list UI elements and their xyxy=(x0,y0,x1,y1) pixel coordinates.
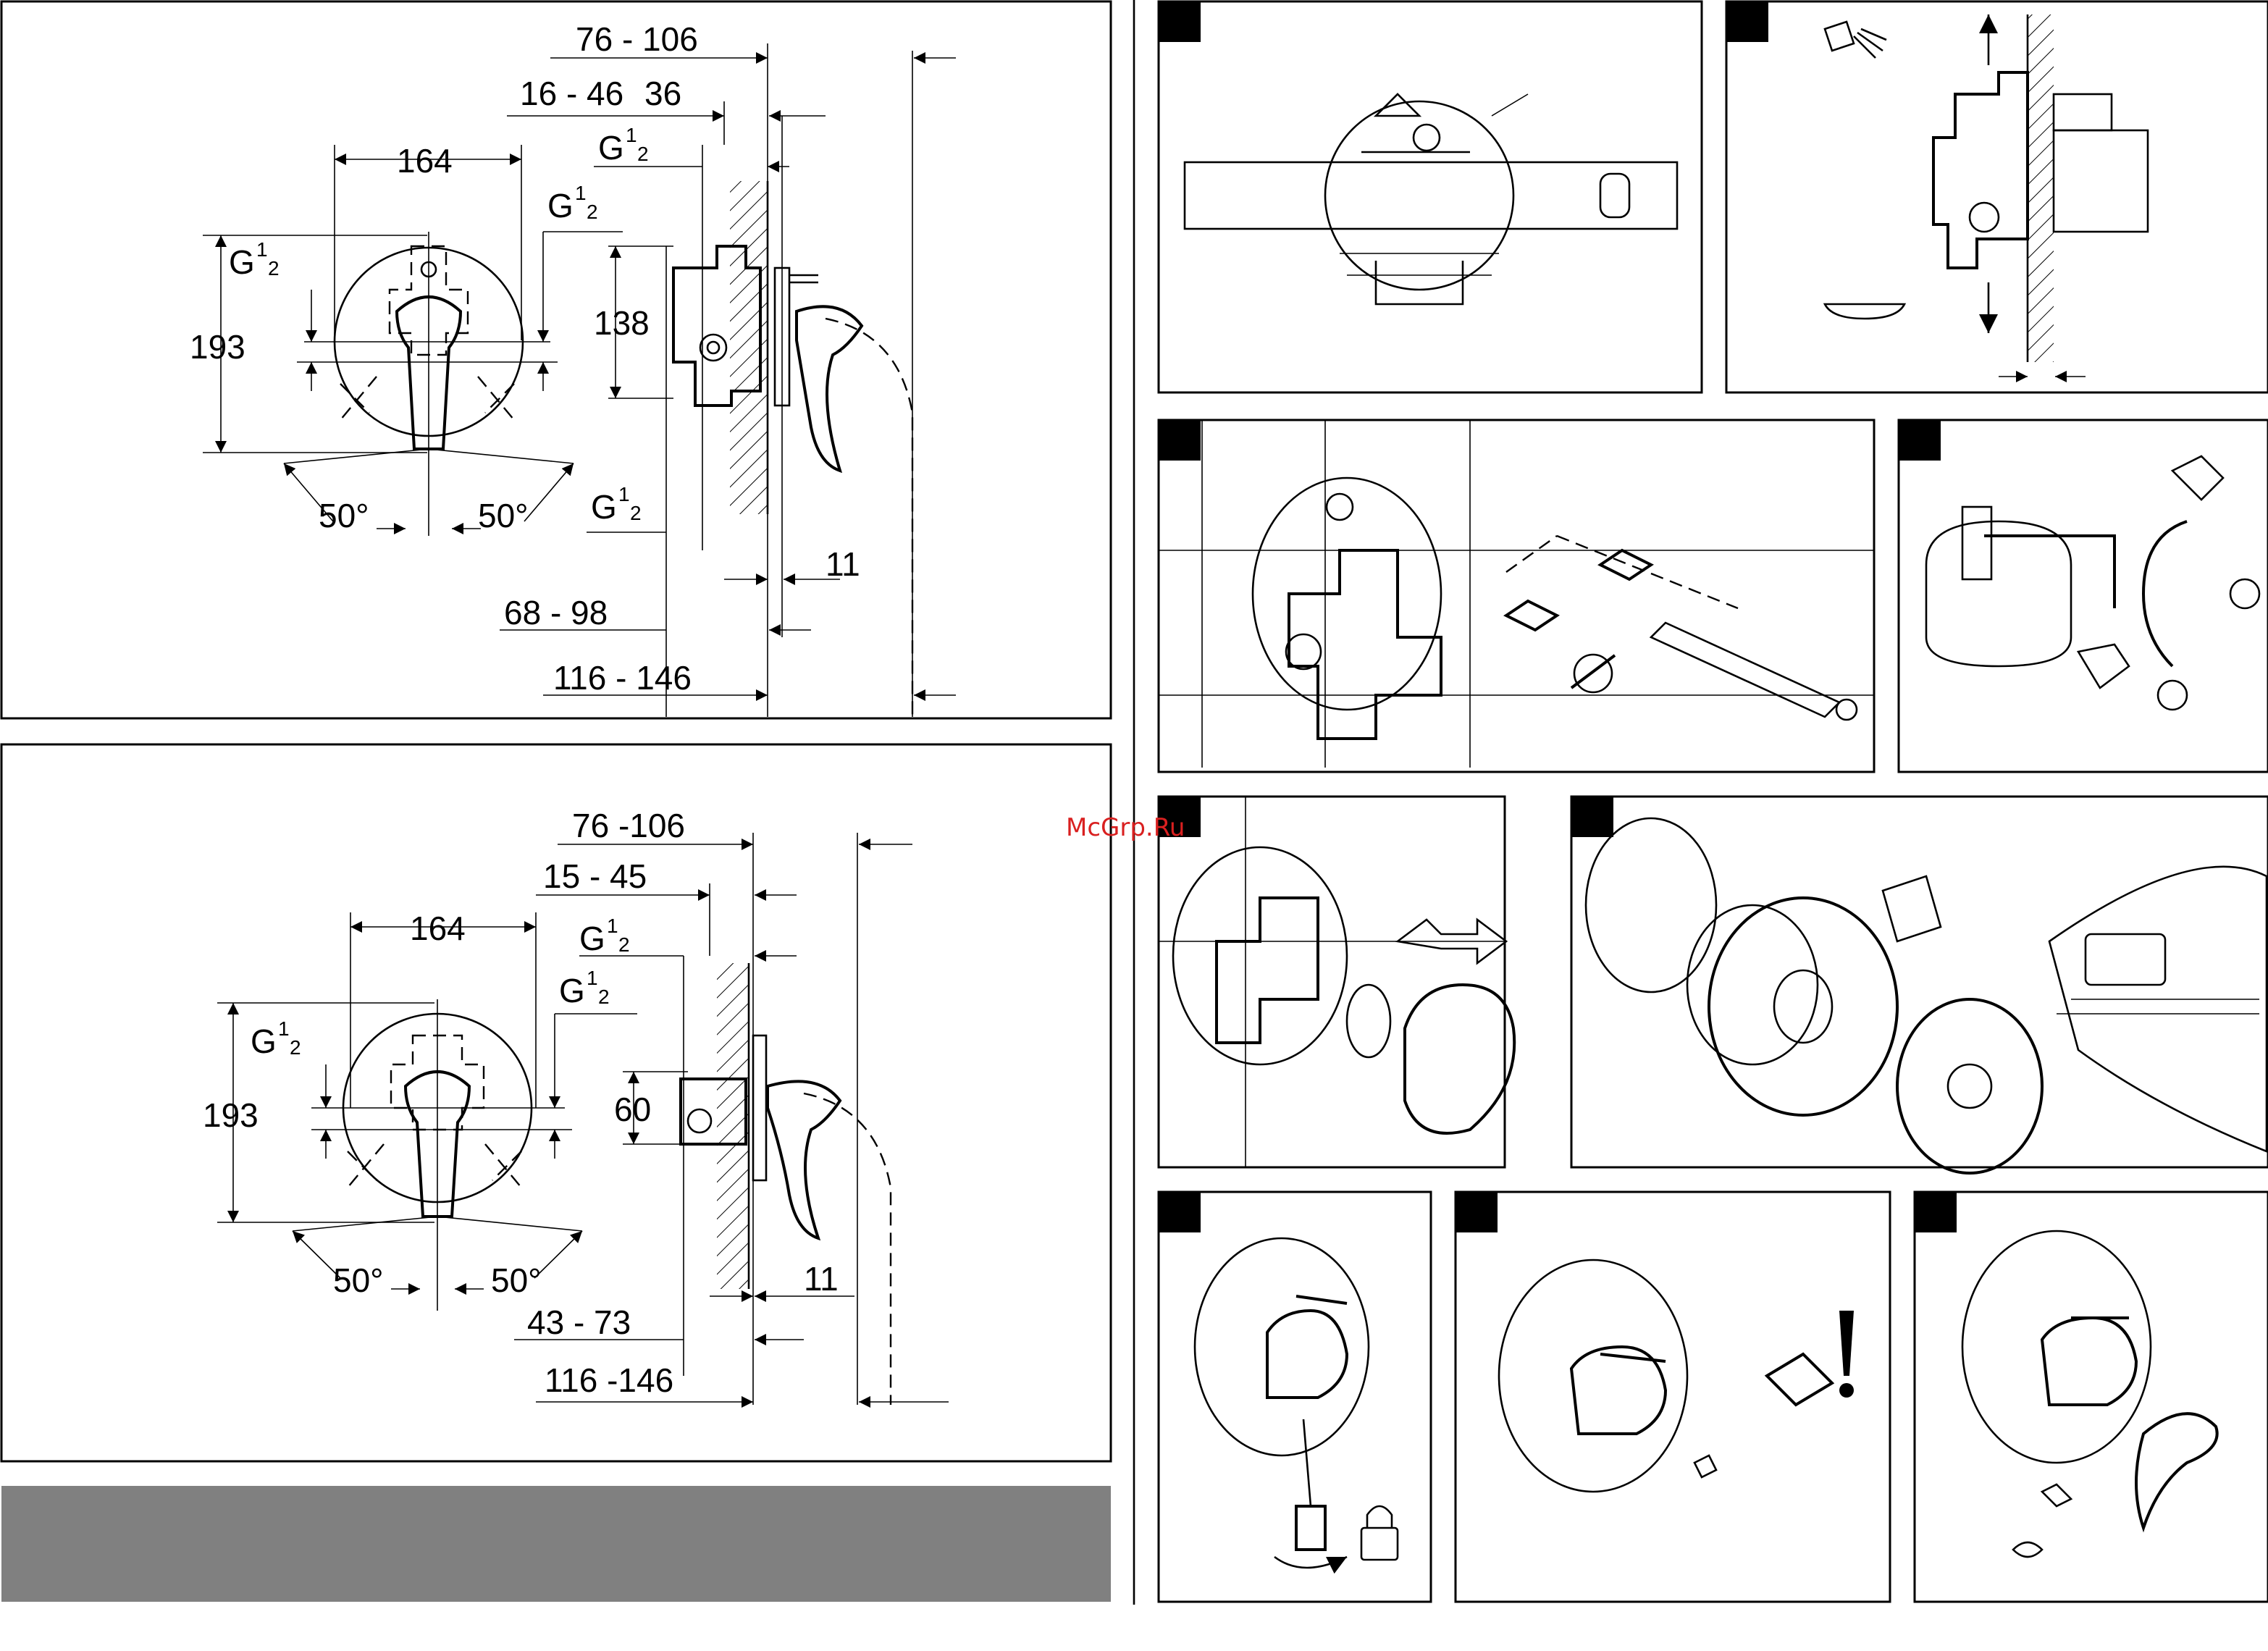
svg-text:2: 2 xyxy=(587,201,598,223)
bdim-43-73: 43 - 73 xyxy=(527,1303,631,1341)
dim-164: 164 xyxy=(397,142,453,180)
step-panel-4 xyxy=(1899,420,2268,772)
svg-text:1: 1 xyxy=(587,967,598,989)
bdim-g-half-3: G xyxy=(251,1022,277,1060)
svg-text:1: 1 xyxy=(618,483,630,505)
step-panel-3 xyxy=(1159,420,1874,772)
svg-text:1: 1 xyxy=(626,124,637,146)
grey-band xyxy=(1,1486,1111,1602)
step-panel-9 xyxy=(1915,1192,2268,1602)
bdim-116-146: 116 -146 xyxy=(545,1361,673,1399)
bottom-drawing-frame xyxy=(1,744,1111,1461)
svg-text:1: 1 xyxy=(278,1017,290,1040)
svg-text:2: 2 xyxy=(637,143,649,165)
dim-36: 36 xyxy=(644,75,681,112)
dim-193: 193 xyxy=(190,328,245,366)
svg-text:1: 1 xyxy=(256,238,268,261)
svg-text:2: 2 xyxy=(268,257,280,280)
dim-116-146: 116 - 146 xyxy=(553,659,692,697)
dim-11: 11 xyxy=(826,545,860,583)
dim-g-half-2: G xyxy=(547,187,574,224)
bdim-164: 164 xyxy=(410,909,466,947)
top-side-view xyxy=(673,181,912,717)
bdim-11: 11 xyxy=(804,1260,839,1298)
step-panel-1 xyxy=(1159,1,1702,392)
bdim-193: 193 xyxy=(203,1096,259,1134)
watermark: McGrp.Ru xyxy=(1066,813,1185,842)
dim-g-half-1: G xyxy=(598,129,624,167)
dim-g-half-3: G xyxy=(229,243,255,281)
svg-text:1: 1 xyxy=(607,915,618,937)
bottom-side-view xyxy=(681,963,891,1405)
svg-text:2: 2 xyxy=(290,1036,301,1059)
step-panel-5 xyxy=(1159,797,1514,1167)
bdim-15-45: 15 - 45 xyxy=(543,857,647,895)
bdim-g-half-2: G xyxy=(559,972,585,1009)
bdim-60: 60 xyxy=(614,1091,651,1128)
bdim-g-half-1: G xyxy=(579,920,605,957)
bdim-76-106: 76 -106 xyxy=(572,807,685,844)
step-panel-7 xyxy=(1159,1192,1431,1602)
svg-text:2: 2 xyxy=(618,933,630,956)
dim-50-right: 50° xyxy=(478,497,529,534)
svg-text:1: 1 xyxy=(575,182,587,204)
dim-76-106: 76 - 106 xyxy=(576,20,698,58)
bdim-50-right: 50° xyxy=(491,1261,542,1299)
dim-16-46: 16 - 46 xyxy=(520,75,623,112)
svg-text:2: 2 xyxy=(598,986,610,1008)
step-panel-2 xyxy=(1726,1,2268,392)
dim-g-half-4: G xyxy=(591,488,617,526)
svg-text:2: 2 xyxy=(630,502,642,524)
step-panel-6 xyxy=(1571,797,2268,1173)
dim-50-left: 50° xyxy=(319,497,369,534)
dim-68-98: 68 - 98 xyxy=(504,594,608,631)
bdim-50-left: 50° xyxy=(333,1261,384,1299)
dim-138: 138 xyxy=(594,304,650,342)
top-front-view xyxy=(284,232,574,536)
step-panel-8 xyxy=(1456,1192,1890,1602)
